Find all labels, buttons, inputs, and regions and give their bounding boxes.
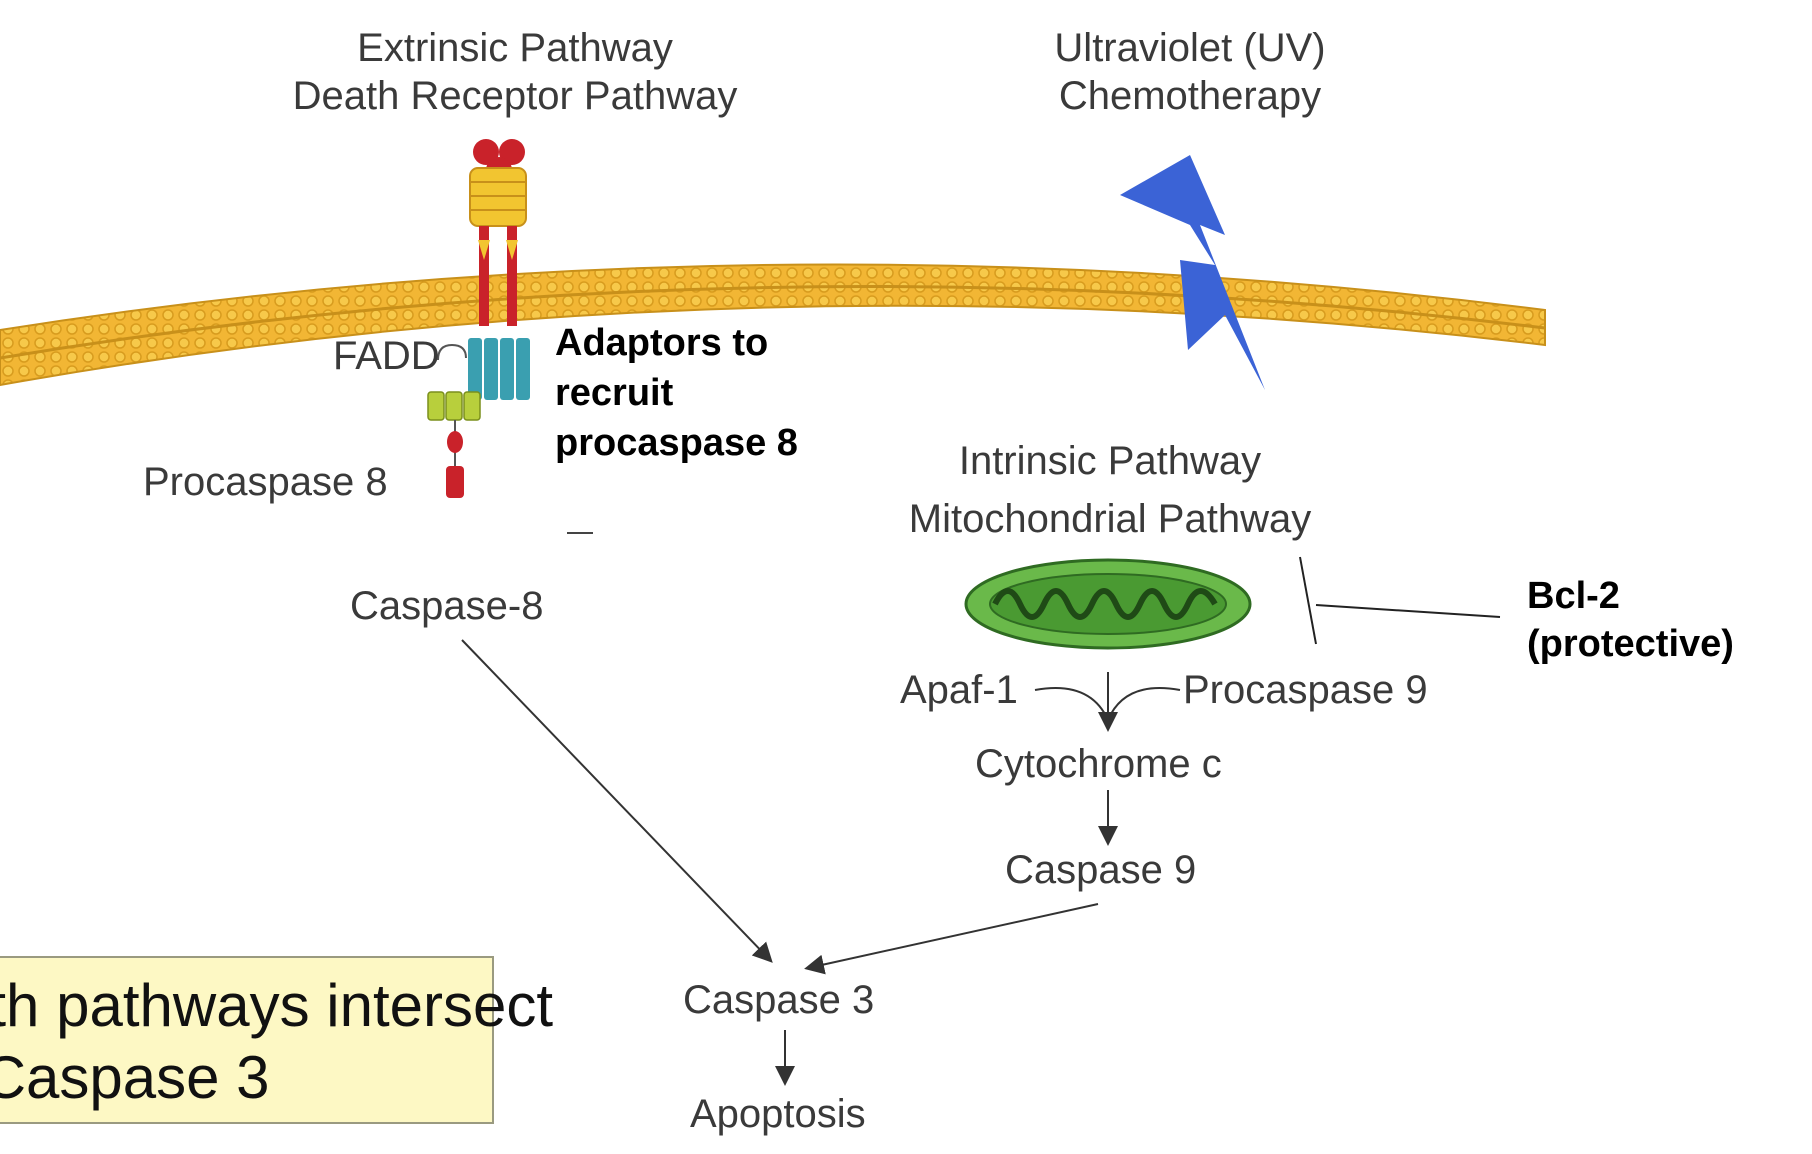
caspase8-to-caspase3-arrow [461,639,773,963]
caspase3-label: Caspase 3 [683,978,875,1022]
adaptors-line3: procaspase 8 [555,422,798,464]
caspase8-label: Caspase-8 [350,584,544,628]
death-receptor-icon [469,139,527,326]
procaspase-8-icon [446,420,464,498]
procaspase8-label: Procaspase 8 [143,460,388,504]
adaptors-note: Adaptors to recruit procaspase 8 [555,318,798,468]
triggers-label: Ultraviolet (UV) Chemotherapy [1020,24,1360,120]
fadd-icon [427,343,481,421]
cell-membrane-inner-line [0,284,1546,360]
procaspase9-label: Procaspase 9 [1183,668,1428,712]
mitochondrion-icon [964,558,1252,650]
intersection-callout-text: Both pathways intersect at Caspase 3 [0,972,554,1111]
adaptors-line1: Adaptors to [555,322,769,364]
bcl2-line2: (protective) [1527,623,1734,665]
apoptosis-label: Apoptosis [690,1092,866,1136]
extrinsic-title-line2: Death Receptor Pathway [292,74,738,118]
bcl2-label: Bcl-2 (protective) [1527,572,1734,668]
triggers-line2: Chemotherapy [1058,74,1322,118]
extrinsic-pathway-title: Extrinsic Pathway Death Receptor Pathway [250,24,780,120]
intrinsic-title-line2: Mitochondrial Pathway [908,497,1312,541]
caspase9-to-caspase3-arrow [804,903,1099,975]
bcl2-connector-line [1315,604,1501,618]
procaspase9-merge-arrow [1107,687,1181,721]
bcl2-inhibition-bar [1299,556,1317,645]
caspase9-label: Caspase 9 [1005,848,1197,892]
apaf1-merge-arrow [1034,687,1109,721]
triggers-line1: Ultraviolet (UV) [1054,26,1326,70]
intrinsic-pathway-title: Intrinsic Pathway Mitochondrial Pathway [880,432,1340,548]
lightning-bolt-icon [1120,155,1265,390]
apaf1-label: Apaf-1 [900,668,1018,712]
cytochrome-c-label: Cytochrome c [975,742,1222,786]
extrinsic-title-line1: Extrinsic Pathway [357,26,673,70]
adaptor-protein-icon [468,338,530,400]
intrinsic-title-line1: Intrinsic Pathway [958,439,1262,483]
bcl2-line1: Bcl-2 [1527,575,1620,617]
intersection-callout-box: Both pathways intersect at Caspase 3 [0,956,554,1124]
fadd-label: FADD [333,334,440,378]
adaptors-line2: recruit [555,372,674,414]
